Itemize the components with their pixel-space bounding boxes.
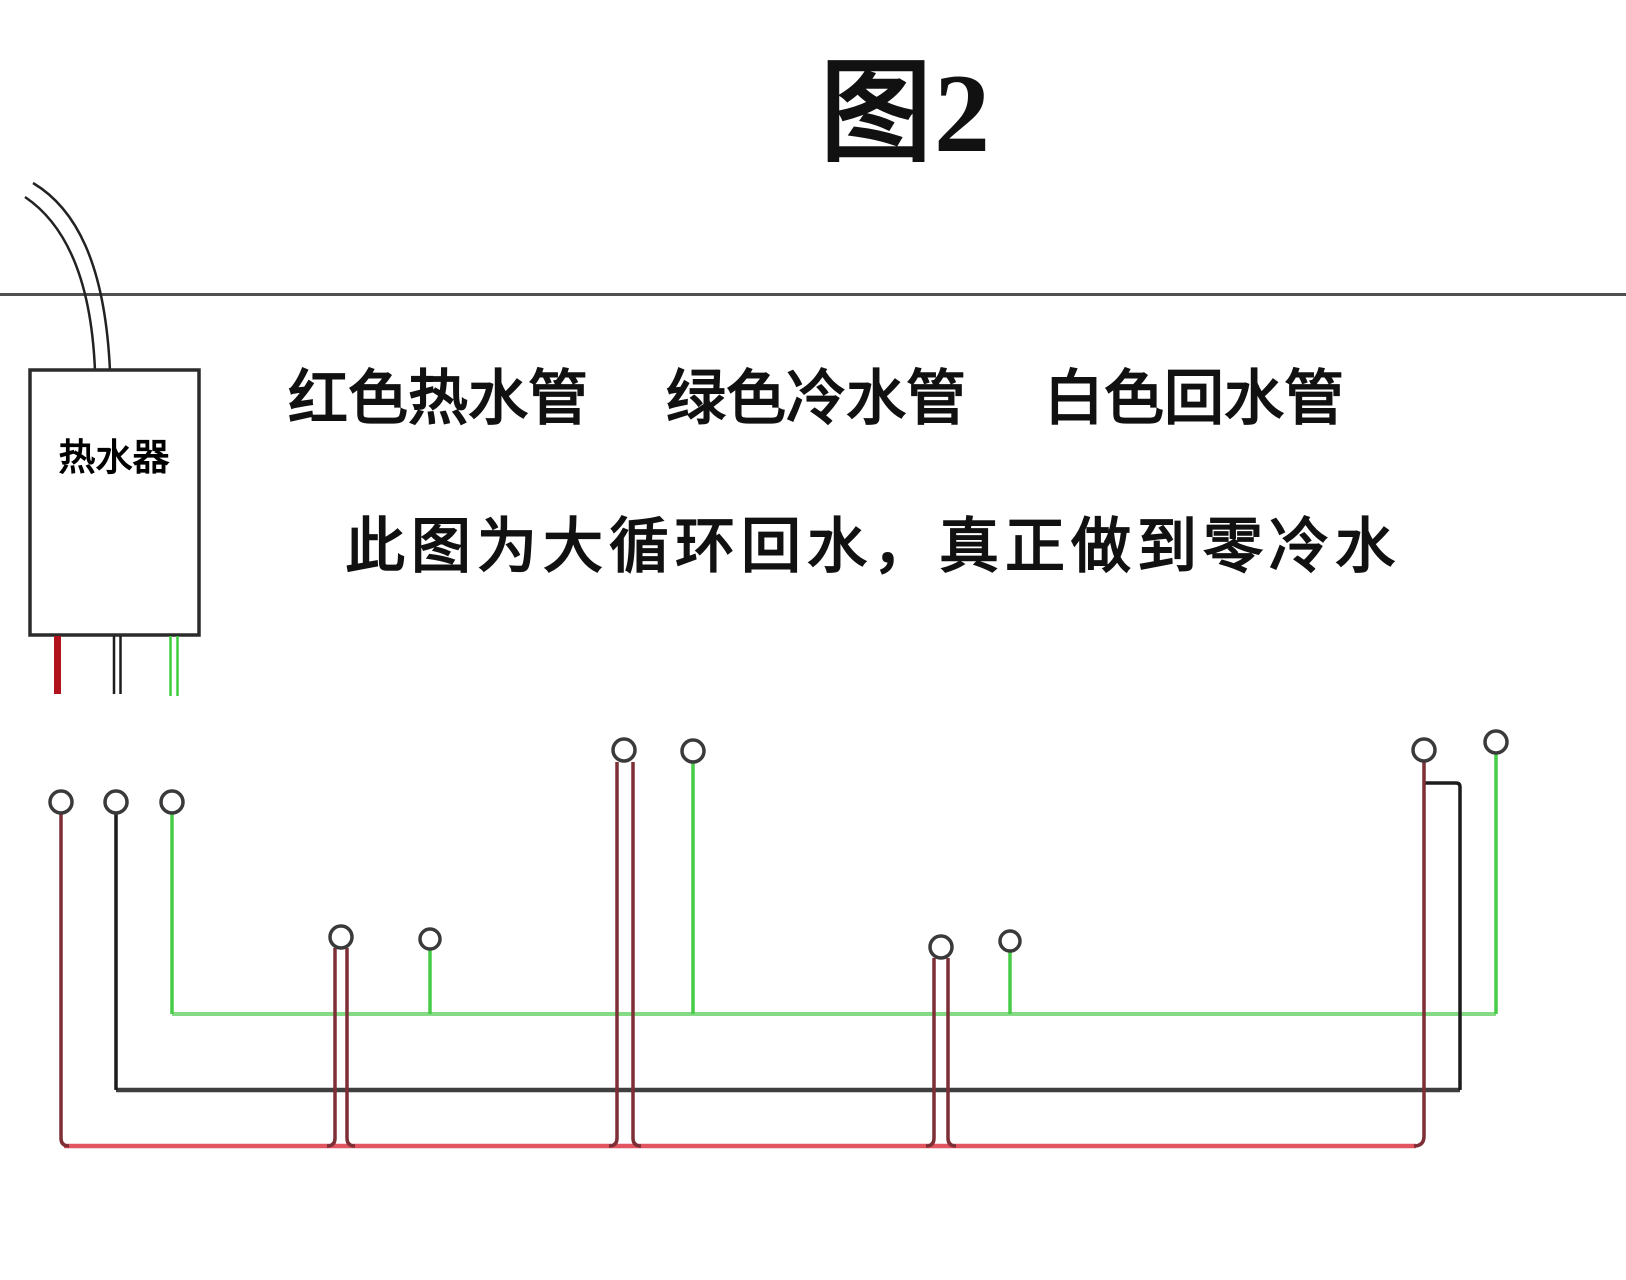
legend-hot-pipe-text: 红色热水管: [288, 366, 588, 432]
heater-return-stub: [112, 636, 122, 694]
cold-water-risers: [170, 753, 1498, 1014]
hot-water-risers: [59, 762, 1426, 1148]
page-title: 图2: [820, 52, 992, 176]
heater-cold-stub: [169, 636, 179, 696]
tap2-cold-outlet-circle: [680, 738, 706, 764]
legend-return-pipe-text: 白色回水管: [1044, 366, 1344, 432]
heater-return-outlet-circle: [103, 789, 129, 815]
heater-cold-outlet-circle: [159, 789, 185, 815]
tap1-hot-outlet-circle: [328, 924, 354, 950]
water-heater-box: [28, 368, 201, 637]
pipe-color-legend-text: 红色热水管 绿色冷水管 白色回水管: [288, 350, 1344, 437]
tap2-hot-outlet-circle: [611, 737, 637, 763]
tap1-cold-outlet-circle: [418, 927, 442, 951]
legend-cold-pipe-text: 绿色冷水管: [666, 366, 966, 432]
fixture-outlets: [48, 729, 1509, 960]
heater-hot-outlet-circle: [48, 789, 74, 815]
tap3-hot-outlet-circle: [928, 934, 954, 960]
circulation-note-text: 此图为大循环回水，真正做到零冷水: [345, 514, 1401, 580]
tap4-hot-outlet-circle: [1411, 737, 1437, 763]
tap3-cold-outlet-circle: [998, 929, 1022, 953]
water-heater-label: 热水器: [59, 437, 171, 478]
heater-flue-pipe: [24, 181, 112, 372]
return-water-risers: [114, 781, 1462, 1090]
tap4-cold-outlet-circle: [1483, 729, 1509, 755]
